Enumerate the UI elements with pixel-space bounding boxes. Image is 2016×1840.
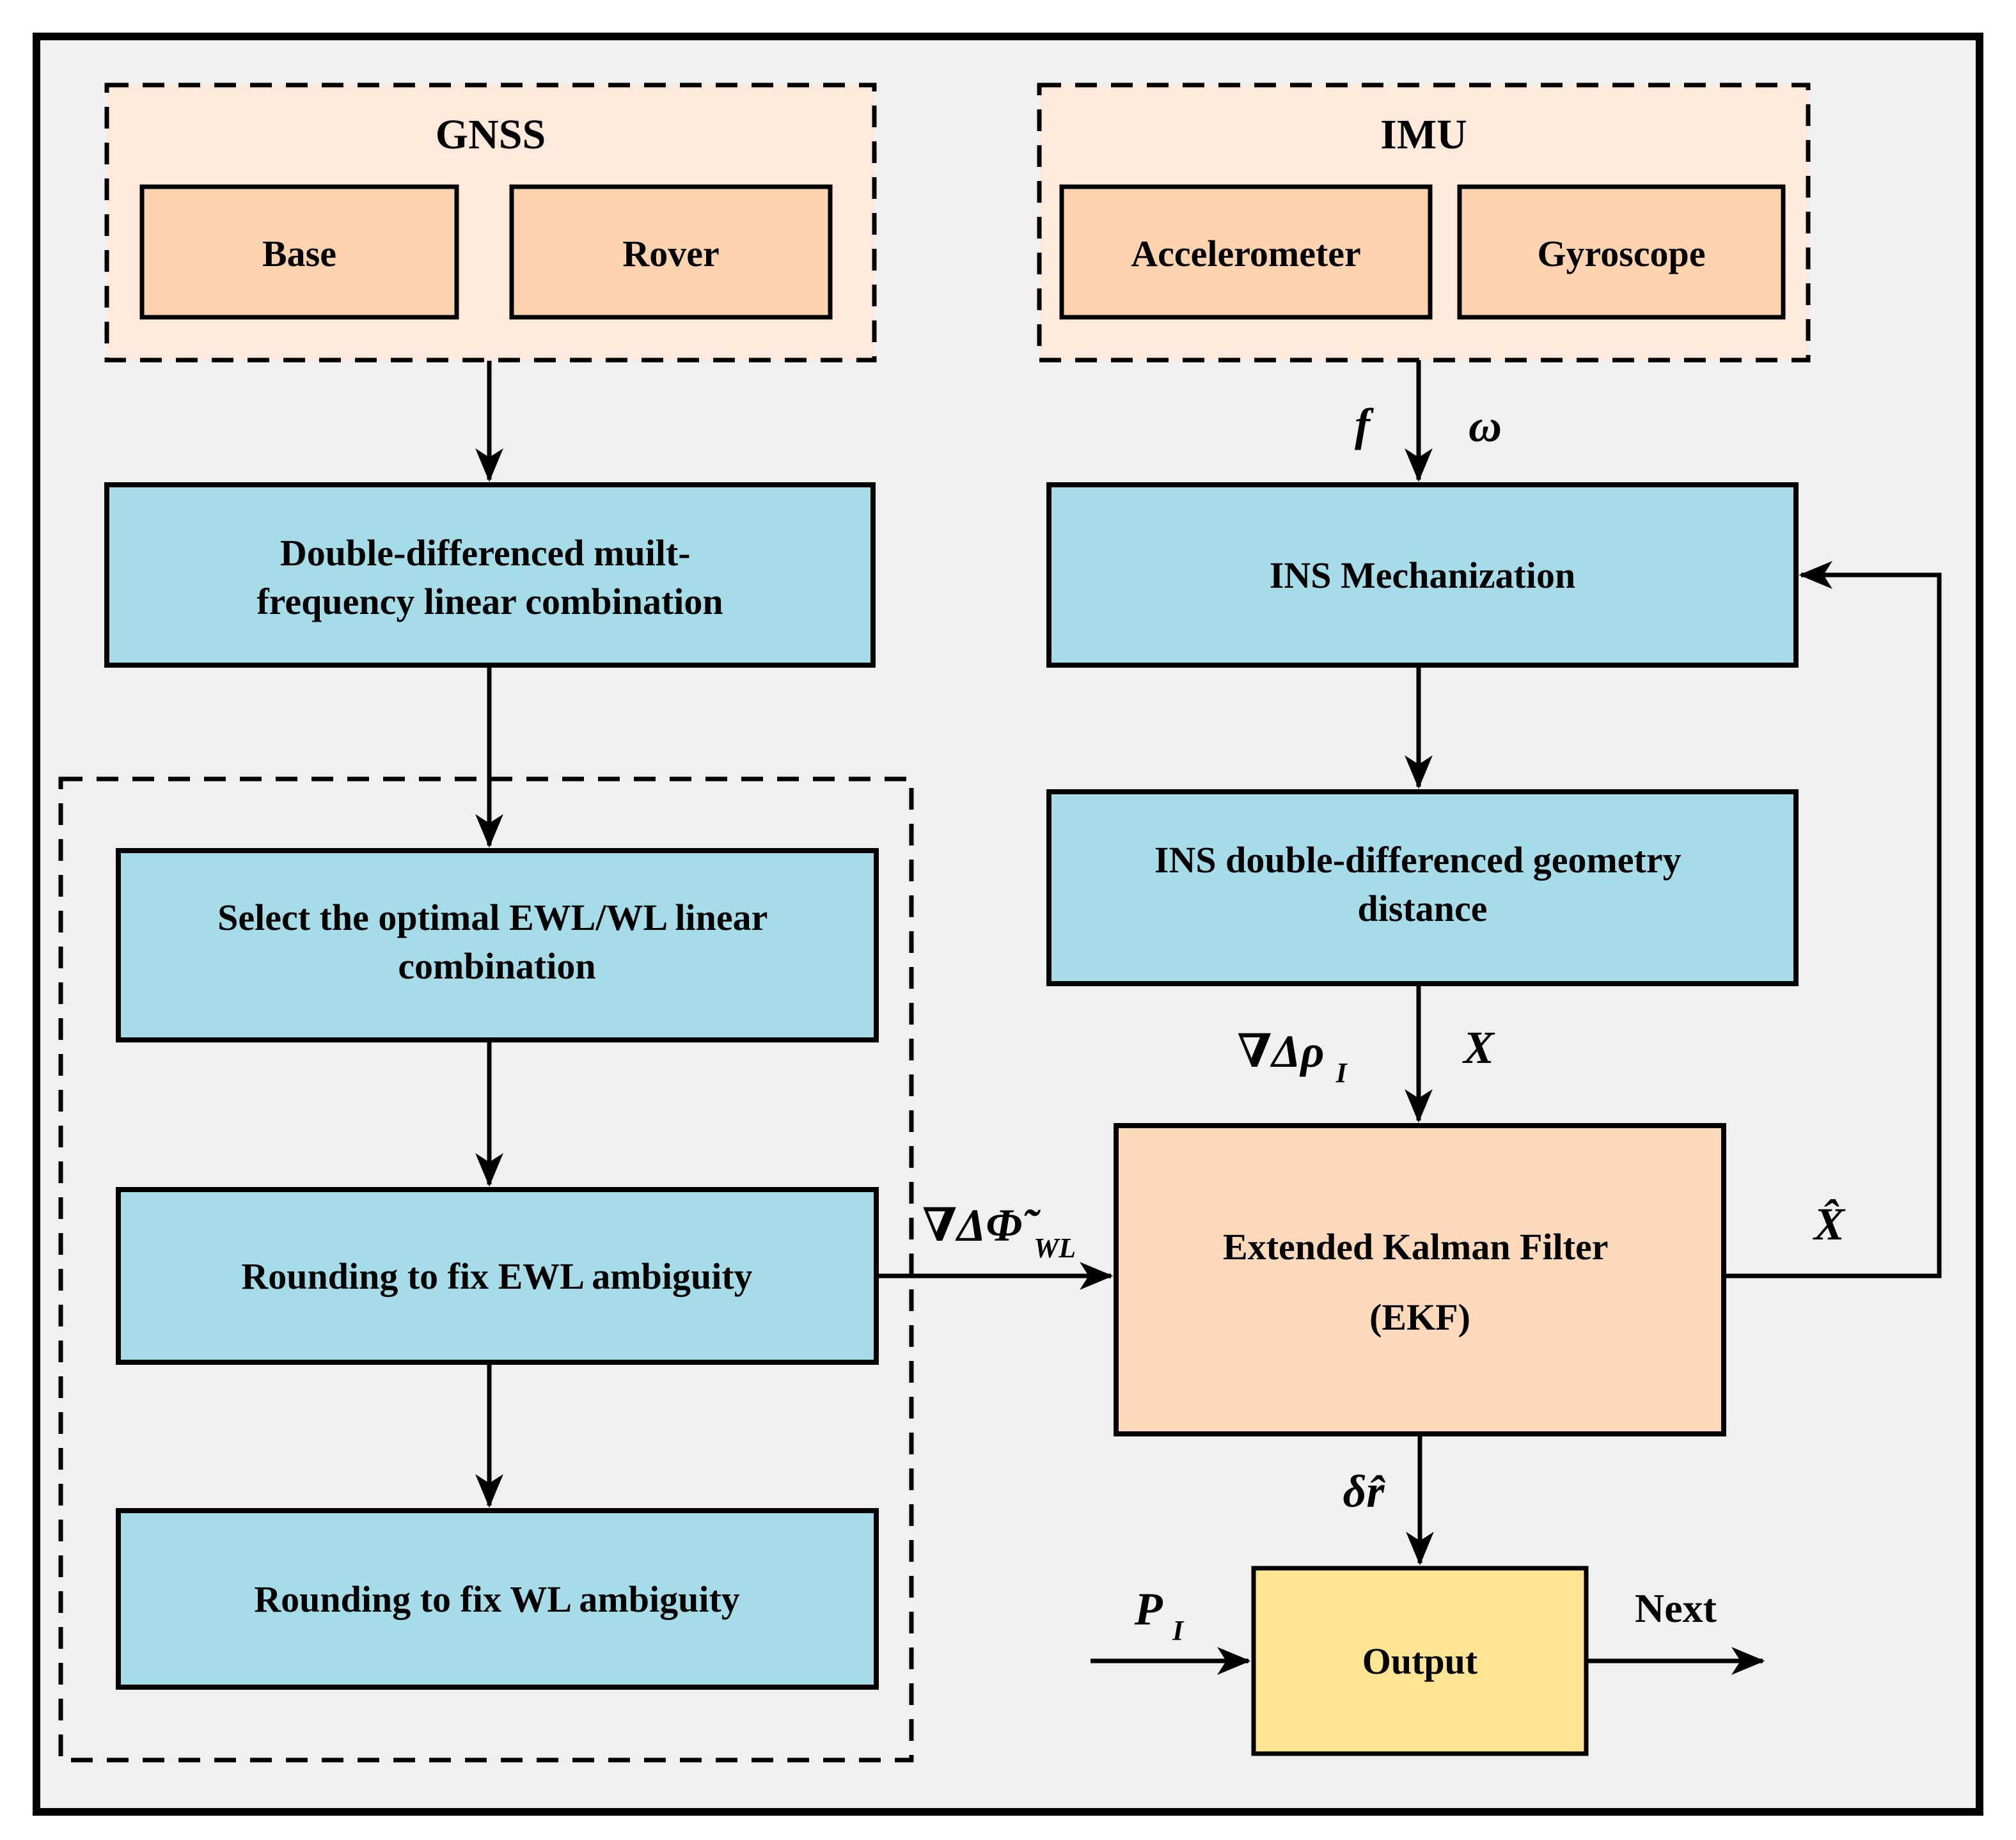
- dd-combination-line2: frequency linear combination: [256, 581, 723, 622]
- ins-mechanization-box: [1046, 482, 1799, 668]
- grad-delta-phi-main: ∇ΔΦ̃: [922, 1200, 1041, 1251]
- rover-label: Rover: [622, 233, 719, 274]
- imu-group: IMU Accelerometer Gyroscope: [1037, 83, 1811, 363]
- grad-delta-phi-subscript: WL: [1034, 1232, 1076, 1264]
- gnss-group: GNSS Base Rover: [104, 83, 877, 363]
- select-ewl-box: [116, 848, 879, 1042]
- grad-delta-rho-main: ∇Δρ: [1237, 1026, 1324, 1077]
- grad-delta-phi-wl-label: ∇ΔΦ̃ WL: [922, 1200, 1076, 1264]
- p-i-label: P I: [1134, 1584, 1185, 1646]
- accelerometer-label: Accelerometer: [1131, 233, 1361, 274]
- round-wl-label: Rounding to fix WL ambiguity: [254, 1578, 740, 1620]
- grad-delta-rho-subscript: I: [1335, 1057, 1348, 1089]
- omega-label: ω: [1469, 400, 1502, 452]
- x-state-label: X: [1462, 1022, 1495, 1073]
- base-box: [139, 184, 459, 320]
- ekf-line1: Extended Kalman Filter: [1223, 1226, 1608, 1268]
- ambiguity-resolution-region: [58, 776, 914, 1763]
- flow-arrows: [475, 360, 1942, 1675]
- gnss-title: GNSS: [436, 111, 546, 158]
- ins-dd-geometry-line2: distance: [1358, 888, 1488, 929]
- dd-combination-line1: Double-differenced muilt-: [280, 532, 691, 574]
- round-ewl-box: [116, 1187, 879, 1365]
- ekf-line2: (EKF): [1369, 1296, 1470, 1338]
- p-i-subscript: I: [1172, 1615, 1185, 1646]
- base-label: Base: [262, 233, 336, 274]
- grad-delta-rho-label: ∇Δρ I: [1237, 1026, 1348, 1089]
- ins-mechanization-label: INS Mechanization: [1270, 554, 1576, 596]
- select-ewl-line2: combination: [398, 945, 595, 987]
- rover-box: [509, 184, 833, 320]
- output-label: Output: [1362, 1640, 1478, 1682]
- select-ewl-line1: Select the optimal EWL/WL linear: [217, 897, 768, 938]
- arrow-ekf-feedback-to-ins-mech: [1724, 561, 1942, 1278]
- output-box: [1251, 1566, 1589, 1756]
- ins-dd-geometry-label: INS double-differenced geometry distance: [1154, 839, 1690, 929]
- round-wl-box: [116, 1508, 879, 1690]
- next-label: Next: [1635, 1585, 1717, 1631]
- p-i-main: P: [1134, 1584, 1163, 1635]
- select-ewl-label: Select the optimal EWL/WL linear combina…: [217, 897, 776, 987]
- dd-combination-box: [104, 482, 876, 668]
- imu-title: IMU: [1380, 111, 1467, 158]
- ins-dd-geometry-box: [1046, 789, 1799, 986]
- delta-r-hat-label: δr̂: [1343, 1466, 1386, 1517]
- gyroscope-box: [1457, 184, 1786, 320]
- ins-dd-geometry-line1: INS double-differenced geometry: [1154, 839, 1681, 881]
- process-boxes: Double-differenced muilt- frequency line…: [104, 482, 1799, 1690]
- ekf-label: Extended Kalman Filter (EKF): [1223, 1226, 1617, 1338]
- dd-combination-label: Double-differenced muilt- frequency line…: [256, 532, 723, 622]
- signal-labels: f ω ∇Δρ I X ∇ΔΦ̃ WL X̂ δr̂ P I Next: [922, 399, 1846, 1646]
- accelerometer-box: [1059, 184, 1433, 320]
- x-hat-label: X̂: [1813, 1199, 1846, 1250]
- gyroscope-label: Gyroscope: [1537, 233, 1705, 274]
- round-ewl-label: Rounding to fix EWL ambiguity: [241, 1255, 752, 1297]
- ekf-box: [1114, 1123, 1726, 1436]
